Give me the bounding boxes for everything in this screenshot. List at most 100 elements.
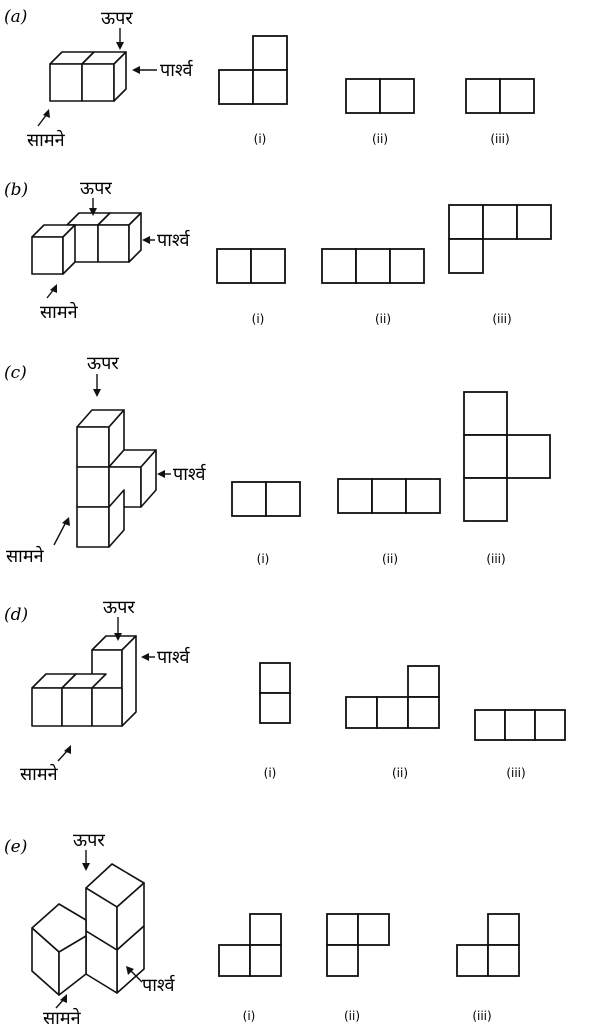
view-square (405, 478, 441, 514)
cube-face (121, 635, 137, 727)
arrow-front (53, 521, 67, 546)
view-square (516, 204, 552, 240)
problem-d: (d) ऊपर पार्श्व सामने (i) (ii) (iii) (4, 597, 566, 785)
view-square (407, 665, 440, 698)
solid-d (31, 635, 137, 727)
view-square (321, 248, 357, 284)
view-square (463, 391, 508, 436)
part-label-b: (b) (4, 180, 28, 200)
view-c-iii (463, 391, 551, 522)
view-square (252, 69, 288, 105)
arrowhead (141, 653, 149, 661)
view-square (216, 248, 252, 284)
view-square (379, 78, 415, 114)
part-label-c: (c) (4, 363, 27, 383)
view-square (487, 944, 520, 977)
cube-face (97, 224, 130, 263)
label-top: ऊपर (87, 353, 119, 374)
view-square (259, 692, 291, 724)
caption-a-iii: (iii) (490, 132, 509, 146)
part-label-d: (d) (4, 605, 28, 625)
label-top: ऊपर (103, 597, 135, 618)
arrowhead (142, 236, 150, 244)
cube-face (62, 224, 76, 275)
solid-b (31, 212, 142, 275)
arrowhead (126, 966, 134, 975)
view-b-ii (321, 248, 425, 284)
caption-e-ii: (ii) (344, 1009, 360, 1023)
view-square (250, 248, 286, 284)
view-e-ii (326, 913, 390, 977)
arrowhead (89, 208, 97, 216)
view-square (499, 78, 535, 114)
view-c-i (231, 481, 301, 517)
arrowhead (157, 470, 165, 478)
arrowhead (132, 66, 140, 74)
cube-face (81, 63, 115, 102)
problem-c: (c) ऊपर पार्श्व सामने (i) (ii) (iii) (4, 353, 551, 567)
view-square (465, 78, 501, 114)
solid-e (31, 863, 145, 996)
view-c-ii (337, 478, 441, 514)
view-square (389, 248, 425, 284)
cube-face (128, 212, 142, 263)
view-d-ii (345, 665, 440, 729)
problem-b: (b) ऊपर पार्श्व सामने (i) (ii) (iii) (4, 178, 552, 326)
part-label-e: (e) (4, 837, 27, 857)
view-square (326, 913, 359, 946)
label-top: ऊपर (80, 178, 112, 199)
view-square (463, 477, 508, 522)
label-side: पार्श्व (173, 463, 207, 485)
view-square (326, 944, 359, 977)
view-square (249, 913, 282, 946)
caption-a-ii: (ii) (372, 132, 388, 146)
cube-face (113, 51, 127, 102)
caption-d-iii: (iii) (506, 766, 525, 780)
view-square (448, 238, 484, 274)
cube-face (76, 506, 110, 548)
view-square (371, 478, 407, 514)
cube-face (108, 466, 142, 508)
part-label-a: (a) (4, 7, 27, 27)
view-square (345, 696, 378, 729)
view-square (504, 709, 536, 741)
view-square (474, 709, 506, 741)
arrowhead (64, 745, 71, 754)
view-square (463, 434, 508, 479)
caption-c-i: (i) (257, 552, 270, 566)
arrowhead (50, 284, 57, 293)
view-square (357, 913, 390, 946)
label-side: पार्श्व (142, 974, 176, 996)
arrowhead (43, 109, 50, 118)
view-square (534, 709, 566, 741)
caption-b-iii: (iii) (492, 312, 511, 326)
view-square (456, 944, 489, 977)
view-square (218, 944, 251, 977)
cube-face (58, 935, 87, 996)
arrowhead (114, 633, 122, 641)
view-e-iii (456, 913, 520, 977)
label-side: पार्श्व (157, 646, 191, 668)
view-square (218, 69, 254, 105)
cube-face (31, 236, 64, 275)
view-square (265, 481, 301, 517)
label-front: सामने (40, 301, 79, 323)
view-a-i (218, 35, 288, 105)
solid-c (76, 409, 157, 548)
caption-d-i: (i) (264, 766, 277, 780)
view-d-iii (474, 709, 566, 741)
view-square (482, 204, 518, 240)
view-square (376, 696, 409, 729)
view-b-iii (448, 204, 552, 274)
label-side: पार्श्व (160, 59, 194, 81)
cube-face (49, 63, 83, 102)
cube-face (140, 449, 157, 508)
view-a-ii (345, 78, 415, 114)
label-front: सामने (27, 129, 66, 151)
view-square (337, 478, 373, 514)
caption-c-ii: (ii) (382, 552, 398, 566)
view-square (506, 434, 551, 479)
cube-face (61, 687, 93, 727)
label-front: सामने (6, 545, 45, 567)
